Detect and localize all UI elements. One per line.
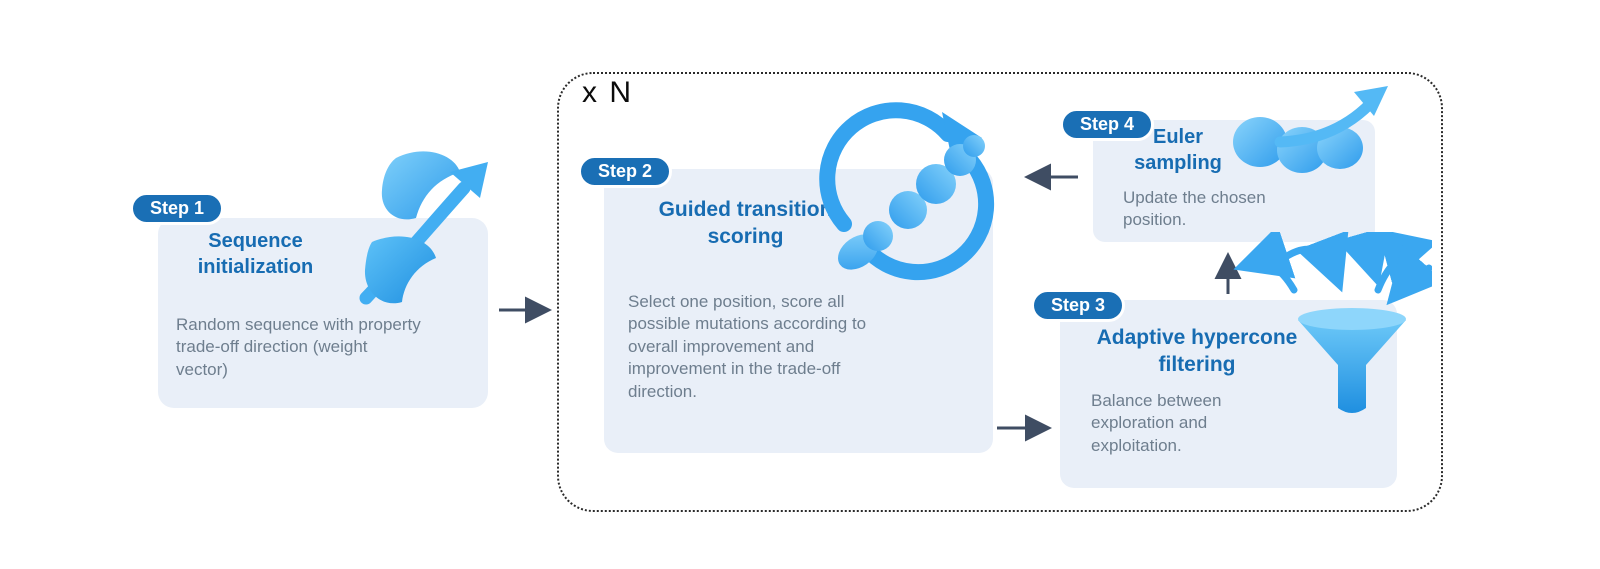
- arrow-step1-to-step2: [499, 296, 552, 324]
- step1-title: Sequence initialization: [197, 230, 314, 278]
- arrow-step3-to-step4: [1214, 252, 1242, 294]
- helix-arrow-icon: [359, 151, 488, 305]
- loop-container-box: [557, 72, 1443, 512]
- step1-description: Random sequence with property trade-off …: [176, 315, 421, 379]
- step4-badge: Step 4: [1060, 108, 1155, 141]
- beads-arrow-icon: [1233, 86, 1388, 173]
- step2-card: [604, 169, 993, 453]
- loop-count-label: x N: [582, 76, 633, 109]
- step3-badge: Step 3: [1031, 289, 1126, 322]
- step2-badge: Step 2: [578, 155, 673, 188]
- step1-badge: Step 1: [130, 192, 225, 225]
- cycle-beads-icon: [819, 102, 995, 281]
- step1-card: [158, 218, 488, 408]
- step4-title: Euler sampling: [1134, 126, 1222, 174]
- step4-description: Update the chosen position.: [1123, 188, 1266, 230]
- step2-title: Guided transition scoring: [658, 198, 833, 249]
- arrow-step2-to-step3: [997, 414, 1052, 442]
- arrow-step4-to-step2: [1024, 163, 1078, 191]
- funnel-arrows-icon: [1233, 232, 1432, 413]
- step3-description: Balance between exploration and exploita…: [1091, 391, 1222, 455]
- step2-description: Select one position, score all possible …: [628, 292, 867, 401]
- step3-title: Adaptive hypercone filtering: [1096, 326, 1298, 377]
